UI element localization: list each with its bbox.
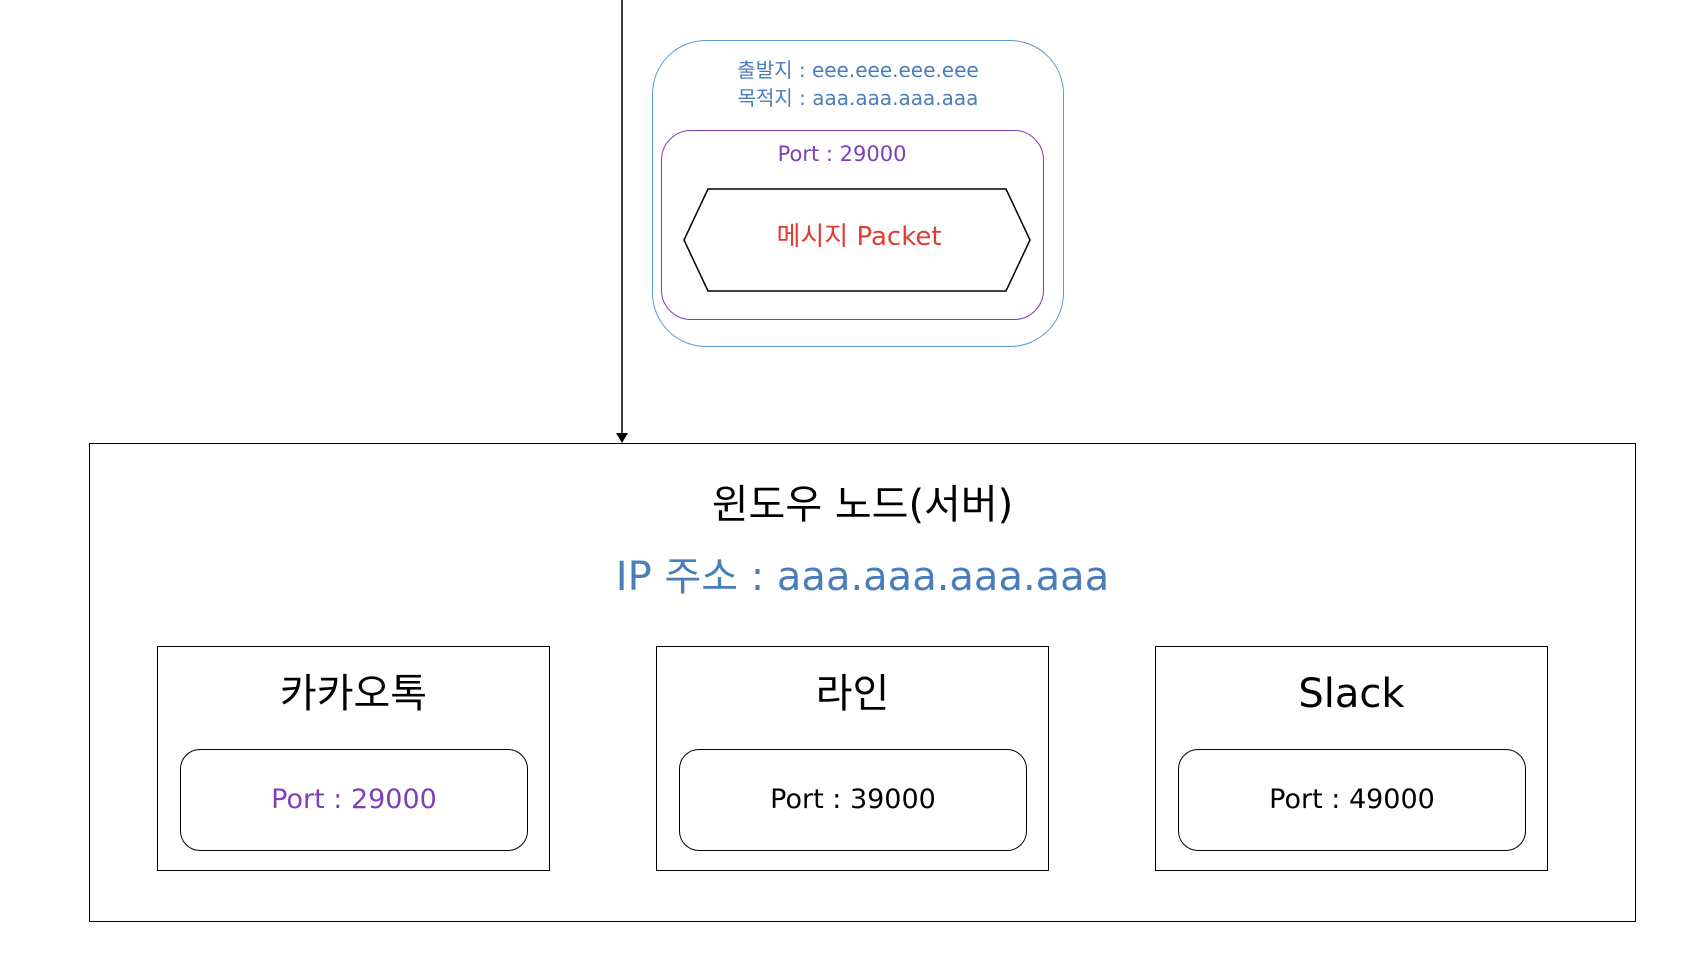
app-port-kakaotalk: Port : 29000	[180, 749, 528, 851]
packet-source-address: 출발지 : eee.eee.eee.eee	[737, 58, 979, 82]
app-port-slack: Port : 49000	[1178, 749, 1526, 851]
node-title: 윈도우 노드(서버)	[711, 482, 1014, 528]
windows-node-server	[89, 443, 1636, 922]
app-box-line	[656, 646, 1049, 871]
app-port-line: Port : 39000	[679, 749, 1027, 851]
app-box-slack	[1155, 646, 1548, 871]
message-packet-hexagon	[683, 188, 1031, 292]
packet-ip-frame	[652, 40, 1064, 347]
packet-destination-address: 목적지 : aaa.aaa.aaa.aaa	[737, 86, 979, 110]
app-port-label-line: Port : 39000	[770, 784, 936, 815]
packet-port-label: Port : 29000	[777, 142, 907, 166]
app-port-label-kakaotalk: Port : 29000	[271, 784, 437, 815]
app-name-slack: Slack	[1298, 671, 1405, 717]
packet-port-frame	[661, 130, 1044, 320]
app-name-line: 라인	[815, 671, 890, 717]
message-packet-label: 메시지 Packet	[776, 222, 942, 252]
app-port-label-slack: Port : 49000	[1269, 784, 1435, 815]
node-ip-address: IP 주소 : aaa.aaa.aaa.aaa	[615, 554, 1110, 600]
app-name-kakaotalk: 카카오톡	[279, 671, 428, 717]
app-box-kakaotalk	[157, 646, 550, 871]
